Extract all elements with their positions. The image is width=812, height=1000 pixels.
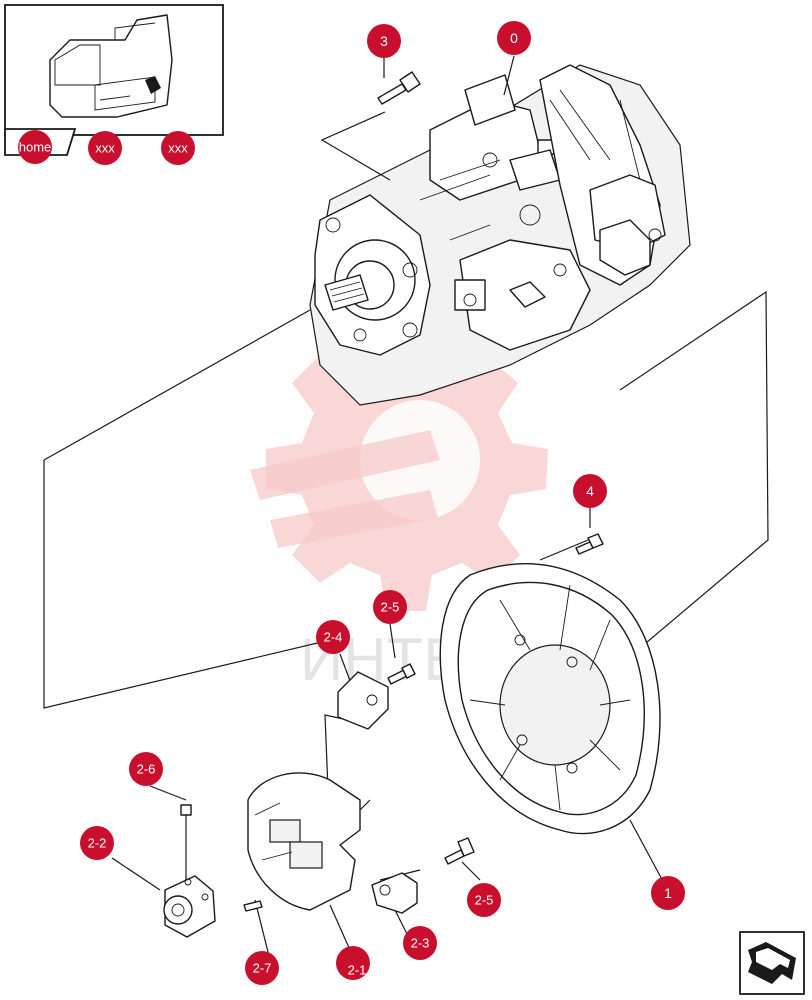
hydraulic-pump[interactable] <box>309 64 691 406</box>
callout-2-5-upper[interactable]: 2-5 <box>373 590 407 624</box>
callout-2-3[interactable]: 2-3 <box>403 926 437 960</box>
callout-2-1[interactable]: 2-1 <box>336 946 370 980</box>
bolt-part-2-5-lower[interactable] <box>444 837 475 865</box>
home-button[interactable]: home <box>18 130 52 164</box>
set-screw-part-2-6[interactable] <box>180 804 192 816</box>
bolt-part-4[interactable] <box>575 533 604 555</box>
breadcrumb-item-2[interactable]: xxx <box>161 131 195 165</box>
callout-4[interactable]: 4 <box>573 474 607 508</box>
bolt-part-3[interactable] <box>377 71 421 105</box>
flywheel-housing-part-1[interactable] <box>439 562 661 835</box>
pin-part-2-7[interactable] <box>243 900 263 912</box>
return-arrow-icon[interactable] <box>739 931 805 995</box>
coupling-part-2-1[interactable] <box>247 772 361 911</box>
coupling-block-part-2-3[interactable] <box>371 872 418 914</box>
callout-2-4[interactable]: 2-4 <box>316 620 350 654</box>
callout-3[interactable]: 3 <box>367 24 401 58</box>
bolt-part-2-5-upper[interactable] <box>387 663 416 685</box>
callout-2-6[interactable]: 2-6 <box>129 752 163 786</box>
callout-2-7[interactable]: 2-7 <box>245 951 279 985</box>
callout-1[interactable]: 1 <box>651 876 685 910</box>
callout-2-5-lower[interactable]: 2-5 <box>467 883 501 917</box>
hub-part-2-2[interactable] <box>163 875 216 938</box>
coupling-block-part-2-4[interactable] <box>337 671 389 730</box>
assembly-outline <box>43 309 311 461</box>
callout-2-2[interactable]: 2-2 <box>80 826 114 860</box>
callout-0[interactable]: 0 <box>497 21 531 55</box>
breadcrumb-item-1[interactable]: xxx <box>88 131 122 165</box>
